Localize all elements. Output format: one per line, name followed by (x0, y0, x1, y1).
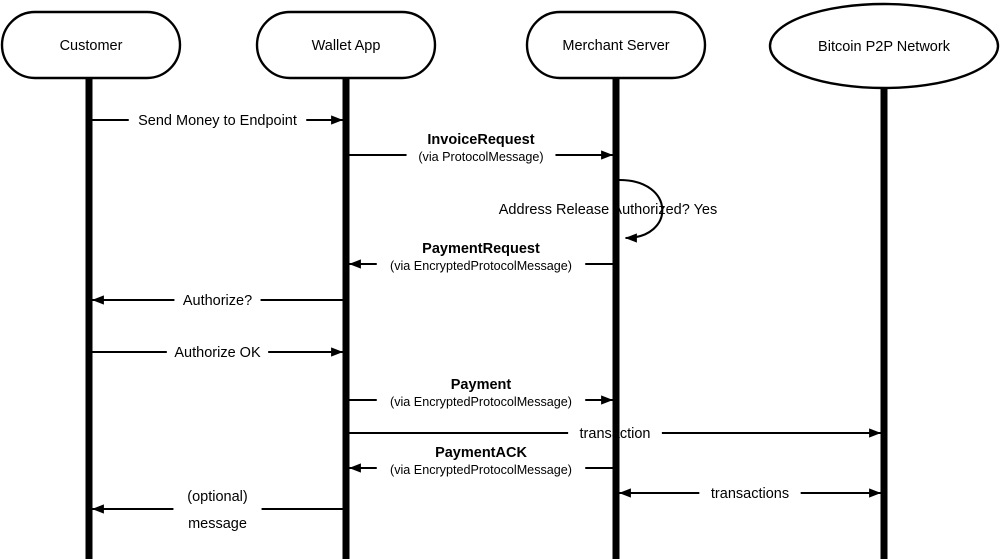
actor-merchant[interactable]: Merchant Server (525, 10, 707, 80)
message-title-optional-message: (optional) (187, 489, 247, 505)
message-authorize-ok[interactable]: Authorize OK (92, 342, 344, 362)
message-payment[interactable]: Payment (via EncryptedProtocolMessage) (349, 377, 614, 411)
message-label-backdrop-payment-ack (376, 460, 586, 479)
message-address-release-authorized[interactable]: Address Release Authorized? Yes (499, 178, 717, 243)
actor-label-bitcoin: Bitcoin P2P Network (818, 39, 951, 55)
message-label-send-money: Send Money to Endpoint (138, 113, 297, 129)
message-label-transactions: transactions (711, 486, 789, 502)
message-optional-message[interactable]: (optional) message (91, 489, 343, 532)
actor-label-customer: Customer (60, 38, 123, 54)
message-subtitle-invoice-request: (via ProtocolMessage) (418, 150, 543, 164)
actor-customer[interactable]: Customer (0, 10, 182, 80)
message-subtitle-optional-message: message (188, 516, 247, 532)
message-title-payment: Payment (451, 377, 512, 393)
message-payment-request[interactable]: PaymentRequest (via EncryptedProtocolMess… (348, 241, 613, 275)
message-label-address-release-authorized: Address Release Authorized? Yes (499, 202, 717, 218)
message-transactions[interactable]: transactions (618, 483, 882, 503)
message-title-payment-ack: PaymentACK (435, 445, 527, 461)
message-subtitle-payment-request: (via EncryptedProtocolMessage) (390, 259, 572, 273)
actor-label-merchant: Merchant Server (562, 38, 669, 54)
message-payment-ack[interactable]: PaymentACK (via EncryptedProtocolMessage) (348, 445, 613, 479)
actor-shape-customer (0, 10, 182, 80)
message-label-backdrop-payment-request (376, 256, 586, 275)
message-label-backdrop-optional-message (173, 505, 262, 513)
message-arc-address-release-authorized (619, 178, 664, 243)
message-label-authorize-query: Authorize? (183, 293, 252, 309)
message-label-authorize-ok: Authorize OK (174, 345, 261, 361)
actor-shape-merchant (525, 10, 707, 80)
message-label-backdrop-invoice-request (406, 147, 556, 166)
message-title-invoice-request: InvoiceRequest (427, 132, 534, 148)
message-subtitle-payment: (via EncryptedProtocolMessage) (390, 395, 572, 409)
message-authorize-query[interactable]: Authorize? (91, 290, 343, 310)
actor-bitcoin[interactable]: Bitcoin P2P Network (768, 2, 1000, 90)
message-title-payment-request: PaymentRequest (422, 241, 540, 257)
actors-layer: Customer Wallet App Merchant Server Bitcoin… (0, 2, 1000, 90)
actor-wallet[interactable]: Wallet App (255, 10, 437, 80)
message-send-money[interactable]: Send Money to Endpoint (92, 110, 344, 130)
message-label-backdrop-authorize-query (174, 290, 261, 310)
message-label-backdrop-transactions (699, 483, 801, 503)
actor-label-wallet: Wallet App (312, 38, 381, 54)
actor-shape-wallet (255, 10, 437, 80)
message-label-backdrop-authorize-ok (166, 342, 269, 362)
message-label-backdrop-payment (376, 392, 586, 411)
message-subtitle-payment-ack: (via EncryptedProtocolMessage) (390, 463, 572, 477)
message-label-backdrop-send-money (128, 110, 307, 130)
actor-shape-bitcoin (768, 2, 1000, 90)
message-invoice-request[interactable]: InvoiceRequest (via ProtocolMessage) (349, 132, 614, 166)
